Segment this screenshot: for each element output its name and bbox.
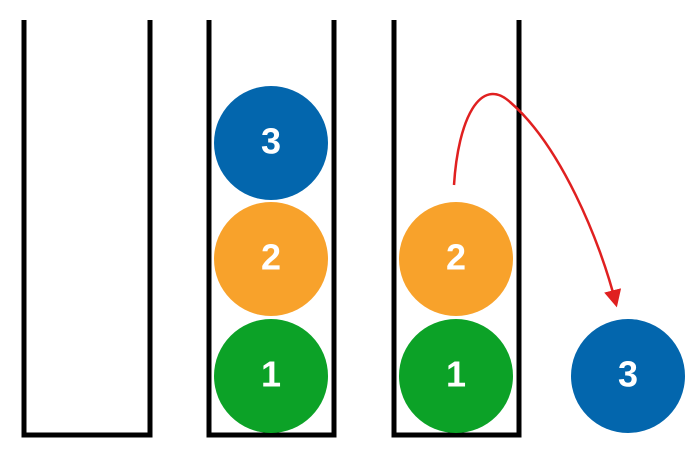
removed-ball: 3 [571,319,685,433]
tube-2-ball-2: 2 [214,202,328,316]
pop-arrow [452,92,622,308]
ball-circle [214,202,328,316]
tube-1 [21,20,153,438]
ball-label: 1 [261,354,281,395]
ball-circle [214,319,328,433]
tube-3 [391,20,522,438]
tube-2 [206,20,337,438]
ball-circle [399,202,513,316]
tube-3-ball-2: 2 [399,202,513,316]
tube-2-ball-1: 1 [214,319,328,433]
ball-circle [399,319,513,433]
ball-label: 2 [446,237,466,278]
ball-label: 1 [446,354,466,395]
tube-3-ball-1: 1 [399,319,513,433]
ball-label: 3 [618,354,638,395]
ball-label: 3 [261,121,281,162]
tube-2-ball-3: 3 [214,86,328,200]
ball-circle [571,319,685,433]
ball-label: 2 [261,237,281,278]
ball-circle [214,86,328,200]
